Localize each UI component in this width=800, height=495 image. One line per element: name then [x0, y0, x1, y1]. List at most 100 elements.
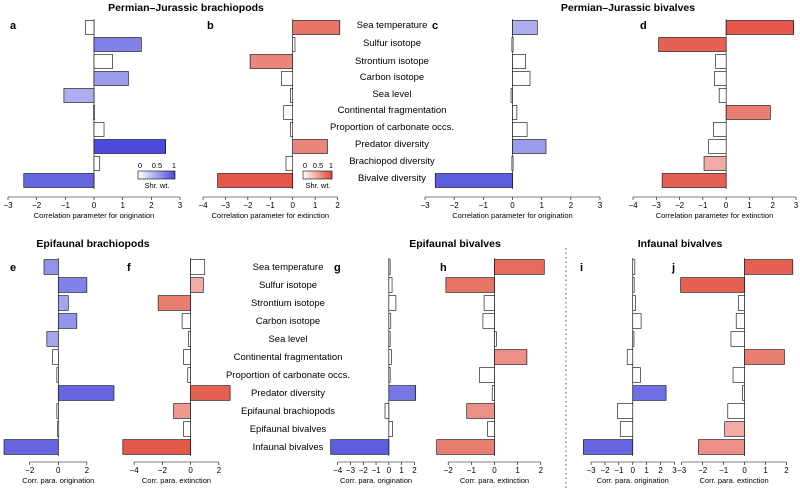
panel-letter: a [10, 20, 17, 32]
x-tick-label: 0 [510, 201, 515, 210]
bar-b-6 [283, 105, 294, 120]
legend-tick: 0.5 [152, 161, 162, 170]
bar-a-10 [23, 173, 95, 188]
legend-tick: 0 [303, 161, 307, 170]
legend-tick: 0.5 [313, 161, 323, 170]
bar-i-5 [632, 331, 635, 347]
x-tick-label: −1 [266, 201, 276, 210]
bar-e-7 [56, 367, 59, 383]
x-tick-label: −2 [32, 201, 42, 210]
row-label: Proportion of carbonate occs. [226, 370, 350, 381]
bar-i-3 [632, 295, 636, 311]
bar-d-6 [725, 105, 771, 120]
x-tick-label: −1 [467, 466, 477, 475]
bar-h-5 [494, 331, 497, 347]
legend-tick: 0 [138, 161, 142, 170]
x-tick-label: −1 [614, 466, 624, 475]
panel-letter: j [671, 262, 675, 274]
x-tick-label: 0 [92, 201, 97, 210]
x-tick-label: −3 [221, 201, 231, 210]
bar-g-10 [388, 421, 393, 437]
bar-g-7 [388, 367, 391, 383]
bar-i-9 [617, 403, 634, 419]
bar-c-5 [510, 88, 513, 103]
row-label: Strontium isotope [355, 56, 429, 67]
bar-c-6 [512, 105, 518, 120]
x-axis-label: Correlation parameter for origination [452, 211, 572, 220]
bar-f-10 [183, 421, 191, 437]
bar-j-6 [744, 349, 785, 365]
panel-letter: d [640, 20, 647, 32]
bar-g-8 [388, 385, 417, 401]
bar-g-1 [388, 259, 391, 275]
x-tick-label: 2 [770, 201, 775, 210]
x-tick-label: 1 [399, 466, 404, 475]
x-tick-label: 1 [539, 201, 544, 210]
bar-b-4 [281, 71, 294, 86]
bar-i-11 [583, 439, 634, 455]
x-tick-label: 0 [188, 466, 193, 475]
bar-h-10 [487, 421, 495, 437]
x-tick-label: −4 [628, 201, 638, 210]
bar-e-9 [56, 403, 59, 419]
row-label: Carbon isotope [256, 316, 320, 327]
bar-i-6 [626, 349, 634, 365]
legend-extinction: 0 0.5 1 Shr. wt. [302, 161, 333, 190]
x-tick-label: −2 [158, 466, 168, 475]
x-tick-label: −2 [450, 201, 460, 210]
bar-d-4 [714, 71, 727, 86]
x-tick-label: −1 [371, 466, 381, 475]
bar-e-8 [57, 385, 115, 401]
title-infaunal-bivalves: Infaunal bivalves [638, 238, 723, 250]
row-label: Predator diversity [251, 388, 325, 399]
legend-colorbar [302, 170, 333, 180]
x-tick-label: 3 [794, 201, 799, 210]
bar-a-3 [93, 54, 113, 69]
bar-j-10 [724, 421, 745, 437]
x-tick-label: 0 [387, 466, 392, 475]
bar-j-7 [732, 367, 745, 383]
x-tick-label: 2 [569, 201, 574, 210]
bar-j-3 [737, 295, 745, 311]
row-label: Sea temperature [357, 20, 428, 31]
bar-c-4 [512, 71, 531, 86]
x-tick-label: 3 [672, 466, 677, 475]
x-tick-label: 3 [598, 201, 603, 210]
x-axis-label: Correlation parameter for extinction [656, 211, 774, 220]
bar-a-6 [93, 105, 95, 120]
bar-g-6 [388, 349, 392, 365]
row-label: Bivalve diversity [358, 173, 426, 184]
x-tick-label: −3 [420, 201, 430, 210]
row-label: Sea level [268, 334, 307, 345]
bar-b-5 [290, 88, 294, 103]
x-tick-label: −2 [600, 466, 610, 475]
x-tick-label: 1 [313, 201, 318, 210]
bar-f-7 [187, 367, 191, 383]
bar-e-3 [57, 295, 69, 311]
bar-f-11 [122, 439, 191, 455]
x-tick-label: −1 [61, 201, 71, 210]
row-label: Continental fragmentation [234, 352, 343, 363]
x-tick-label: −3 [587, 466, 597, 475]
row-label: Epifaunal brachiopods [241, 406, 335, 417]
x-tick-label: 0 [631, 466, 636, 475]
row-label: Epifaunal bivalves [250, 424, 327, 435]
bar-c-1 [512, 20, 538, 35]
row-label: Strontium isotope [251, 298, 325, 309]
bar-b-10 [217, 173, 294, 188]
bar-g-2 [388, 277, 393, 293]
title-pj-brachiopods: Permian–Jurassic brachiopods [108, 2, 264, 14]
bar-d-5 [718, 88, 727, 103]
bar-f-1 [190, 259, 206, 275]
bar-b-7 [290, 122, 294, 137]
x-axis-label: Corr. para. extinction [460, 476, 529, 485]
bar-h-3 [483, 295, 495, 311]
bar-e-5 [46, 331, 59, 347]
row-label: Predator diversity [355, 139, 429, 150]
x-tick-label: −2 [243, 201, 253, 210]
